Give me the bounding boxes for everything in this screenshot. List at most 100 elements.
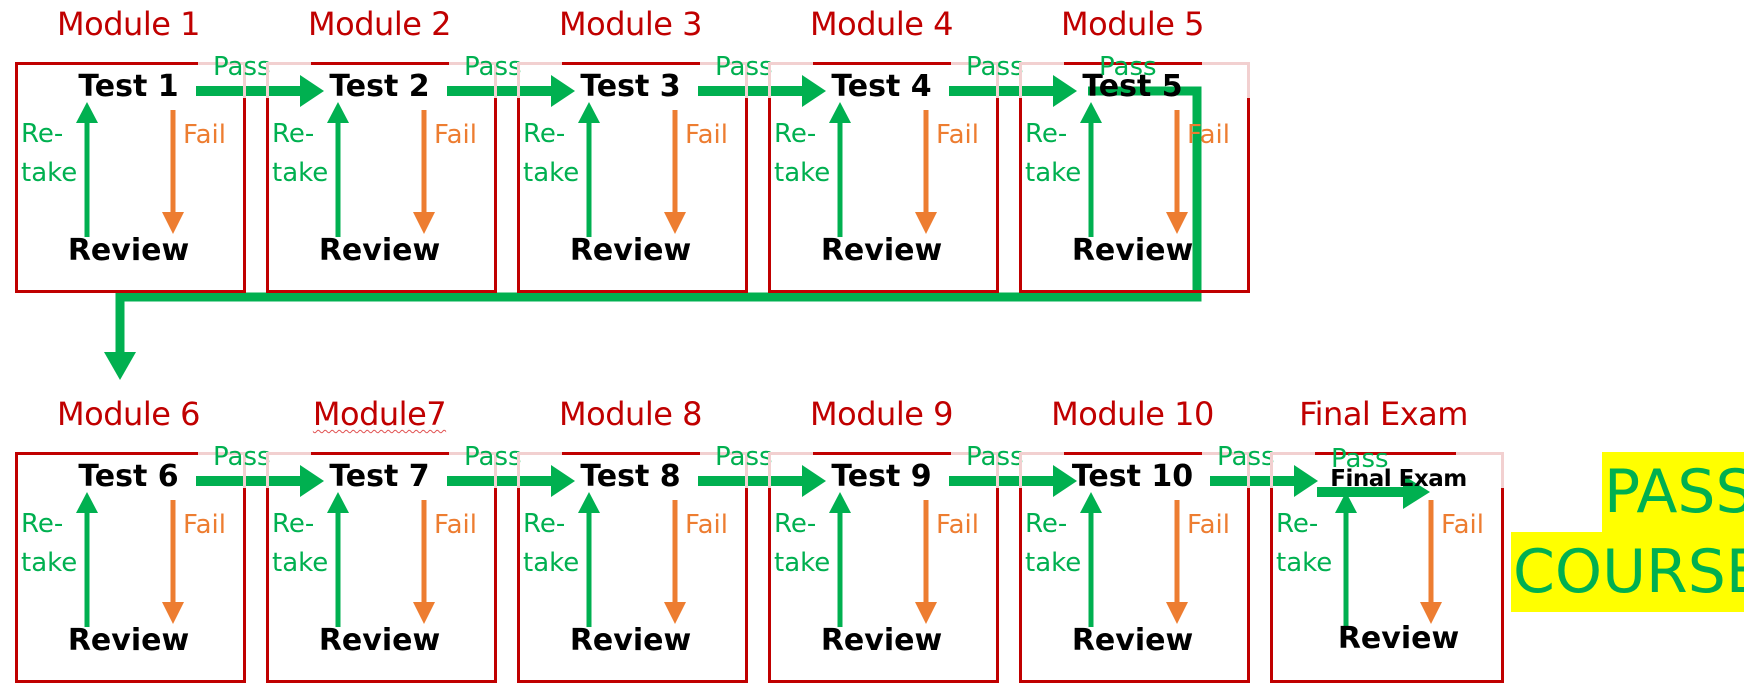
retake-label-line2: take xyxy=(774,158,831,188)
pass-label: Pass xyxy=(715,52,773,82)
module-title: Module 3 xyxy=(559,5,702,43)
border-highlight-right xyxy=(951,62,999,65)
retake-label-line1: Re- xyxy=(1025,119,1068,149)
module-box xyxy=(15,62,246,293)
border-highlight-left-edge xyxy=(517,452,520,488)
pass-label: Pass xyxy=(213,52,271,82)
outcome-pass: PASS xyxy=(1602,452,1744,532)
module-title: Module7 xyxy=(312,395,447,433)
pass-arrow-head xyxy=(1053,465,1077,497)
review-label: Review xyxy=(820,233,943,268)
outcome-line1: PASS xyxy=(1602,452,1744,532)
pass-label: Pass xyxy=(1217,442,1275,472)
retake-label-line1: Re- xyxy=(1025,509,1068,539)
module-title: Module 9 xyxy=(810,395,953,433)
review-label: Review xyxy=(820,623,943,658)
retake-label-line1: Re- xyxy=(774,509,817,539)
retake-label-line1: Re- xyxy=(523,509,566,539)
pass-label: Pass xyxy=(715,442,773,472)
module-box xyxy=(266,62,497,293)
border-highlight-right-edge xyxy=(996,452,999,488)
retake-label-line1: Re- xyxy=(21,509,64,539)
review-label: Review xyxy=(569,623,692,658)
retake-label-line1: Re- xyxy=(272,509,315,539)
retake-label-line2: take xyxy=(523,548,580,578)
retake-label-line2: take xyxy=(272,548,329,578)
module-box xyxy=(266,452,497,683)
retake-label-line1: Re- xyxy=(272,119,315,149)
fail-label: Fail xyxy=(183,510,226,540)
fail-label: Fail xyxy=(434,120,477,150)
retake-label-line2: take xyxy=(21,158,78,188)
retake-label-line2: take xyxy=(1025,548,1082,578)
module-title: Module 1 xyxy=(57,5,200,43)
fail-label: Fail xyxy=(183,120,226,150)
module-title: Module 5 xyxy=(1061,5,1204,43)
review-label: Review xyxy=(67,623,190,658)
test-label: Test 6 xyxy=(78,459,179,494)
fail-arrow-head xyxy=(915,602,937,624)
pass-arrow-head xyxy=(551,75,575,107)
border-highlight-left-edge xyxy=(1019,452,1022,488)
pass-label: Pass xyxy=(464,442,522,472)
module-box xyxy=(15,452,246,683)
retake-arrow-head xyxy=(1080,102,1102,123)
test-label: Test 3 xyxy=(580,69,681,104)
module-title: Final Exam xyxy=(1299,395,1468,433)
retake-label-line1: Re- xyxy=(1276,509,1319,539)
retake-arrow-head xyxy=(76,492,98,513)
pass-label: Pass xyxy=(213,442,271,472)
border-highlight-left-edge xyxy=(266,452,269,488)
fail-label: Fail xyxy=(685,510,728,540)
border-highlight-left xyxy=(1019,62,1064,65)
pass-arrow-head xyxy=(300,75,324,107)
border-highlight-left-edge xyxy=(768,452,771,488)
border-highlight-right xyxy=(951,452,999,455)
module-title: Module 10 xyxy=(1051,395,1214,433)
retake-label-line2: take xyxy=(523,158,580,188)
retake-label-line2: take xyxy=(1025,158,1082,188)
border-highlight-left-edge xyxy=(1270,452,1273,488)
pass-arrow-head xyxy=(1294,465,1318,497)
border-highlight-right-edge xyxy=(494,452,497,488)
border-highlight-left-edge xyxy=(517,62,520,98)
fail-arrow-head xyxy=(664,212,686,234)
pass-label: Pass xyxy=(1331,444,1389,474)
module-box xyxy=(517,62,748,293)
border-highlight-right xyxy=(449,62,497,65)
border-highlight-right xyxy=(198,452,246,455)
test-label: Test 5 xyxy=(1082,69,1183,104)
border-highlight-right xyxy=(1456,452,1504,455)
border-highlight-left-edge xyxy=(1019,62,1022,98)
connector-arrow-head xyxy=(104,352,136,380)
test-label: Final Exam xyxy=(1330,466,1467,492)
review-label: Review xyxy=(318,623,441,658)
border-highlight-right-edge xyxy=(1247,452,1250,488)
outcome-line2: COURSE xyxy=(1511,532,1744,612)
retake-label-line1: Re- xyxy=(21,119,64,149)
border-highlight-right xyxy=(1202,452,1250,455)
module-box xyxy=(1019,62,1250,293)
retake-arrow-head xyxy=(578,102,600,123)
border-highlight-left xyxy=(768,62,813,65)
border-highlight-right xyxy=(700,62,748,65)
retake-arrow-head xyxy=(578,492,600,513)
module-title: Module 8 xyxy=(559,395,702,433)
retake-label-line1: Re- xyxy=(774,119,817,149)
border-highlight-right xyxy=(449,452,497,455)
review-label: Review xyxy=(569,233,692,268)
border-highlight-left xyxy=(1019,452,1064,455)
pass-label: Pass xyxy=(966,442,1024,472)
border-highlight-left xyxy=(517,62,562,65)
fail-label: Fail xyxy=(936,120,979,150)
fail-arrow-head xyxy=(413,602,435,624)
border-highlight-left xyxy=(266,62,311,65)
border-highlight-right xyxy=(198,62,246,65)
test-label: Test 2 xyxy=(329,69,430,104)
border-highlight-right-edge xyxy=(745,452,748,488)
retake-label-line1: Re- xyxy=(523,119,566,149)
pass-arrow-head xyxy=(300,465,324,497)
border-highlight-left-edge xyxy=(768,62,771,98)
